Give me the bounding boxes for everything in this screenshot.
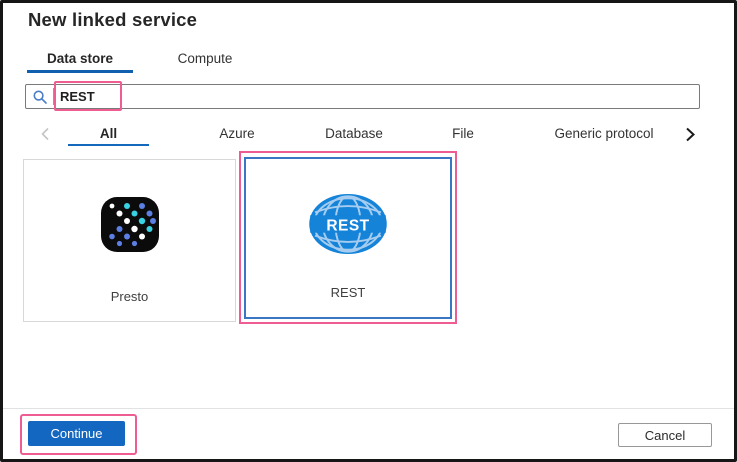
rest-globe-icon: REST — [246, 192, 450, 256]
tab-selected-underline — [27, 70, 133, 73]
tab-data-store[interactable]: Data store — [46, 51, 114, 66]
rest-globe-text: REST — [326, 217, 369, 234]
footer-divider — [3, 408, 734, 409]
tile-presto-label: Presto — [110, 289, 149, 304]
search-box[interactable] — [25, 84, 700, 109]
search-icon — [26, 85, 53, 108]
search-input[interactable] — [54, 85, 699, 108]
tab-compute[interactable]: Compute — [177, 51, 233, 66]
category-selected-underline — [68, 144, 149, 146]
tile-rest-label: REST — [330, 285, 366, 300]
category-tab-generic-protocol[interactable]: Generic protocol — [554, 126, 654, 141]
cancel-button[interactable]: Cancel — [618, 423, 712, 447]
continue-button[interactable]: Continue — [28, 421, 125, 446]
tile-presto[interactable]: Presto — [23, 159, 236, 322]
category-tab-all[interactable]: All — [99, 126, 118, 141]
category-tab-database[interactable]: Database — [325, 126, 383, 141]
presto-icon — [24, 196, 235, 253]
chevron-right-icon — [686, 127, 695, 141]
categories-scroll-left-button[interactable] — [37, 123, 53, 145]
page-title: New linked service — [28, 9, 198, 30]
category-tab-file[interactable]: File — [452, 126, 474, 141]
search-divider — [53, 88, 54, 105]
chevron-left-icon — [40, 127, 49, 141]
categories-scroll-right-button[interactable] — [682, 123, 698, 145]
tile-rest[interactable]: REST REST — [244, 157, 452, 319]
category-tab-azure[interactable]: Azure — [219, 126, 255, 141]
